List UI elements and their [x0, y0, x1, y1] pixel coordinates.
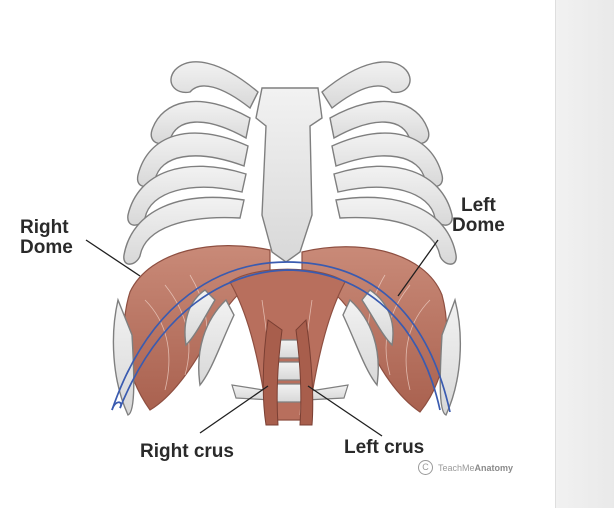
contour-line-1: [111, 261, 451, 413]
label-right-dome: Right Dome: [20, 218, 73, 258]
credit-text: TeachMeAnatomy: [438, 463, 513, 473]
leader-right-dome: [85, 239, 141, 277]
rib-lower-left-2: [342, 298, 379, 387]
crura: [262, 318, 314, 426]
rib-1-left: [321, 61, 411, 110]
right-crus-muscle: [262, 319, 283, 426]
label-left-dome: Left Dome: [452, 196, 505, 236]
contour-line-3: [111, 401, 122, 411]
label-left-dome-line1: Left: [460, 195, 496, 216]
rib-3-right: [136, 132, 249, 187]
lower-ribs: [112, 289, 462, 416]
copyright-icon: C: [418, 460, 433, 475]
sternum: [255, 87, 323, 263]
diaphragm-contour: [111, 261, 451, 413]
rib-5-left: [335, 196, 457, 265]
rib-4-left: [333, 165, 453, 226]
rib-3-left: [331, 132, 444, 187]
rib-1-right: [170, 61, 259, 110]
label-left-crus: Left crus: [344, 437, 425, 458]
label-right-crus: Right crus: [140, 441, 234, 462]
right-sidebar-panel: [555, 0, 614, 508]
rib-lower-left-1: [361, 289, 394, 347]
label-left-dome-line2: Dome: [452, 215, 505, 236]
leader-left-crus: [307, 385, 383, 437]
rib-4-right: [127, 165, 247, 226]
credit-prefix: TeachMe: [438, 462, 475, 473]
rib-2-left: [329, 100, 430, 145]
credit-brand: Anatomy: [474, 462, 514, 473]
label-right-dome-line1: Right: [20, 217, 69, 238]
rib-lower-right-1: [184, 289, 216, 347]
leader-lines: [85, 239, 439, 437]
rib-2-right: [150, 100, 251, 145]
contour-line-2: [119, 269, 441, 411]
left-crus-muscle: [295, 318, 314, 426]
rib-5-right: [123, 196, 245, 265]
leader-right-crus: [199, 385, 269, 434]
leader-left-dome: [397, 239, 439, 297]
teachmeanatomy-credit: C TeachMeAnatomy: [418, 460, 513, 475]
vertebral-column: [231, 339, 349, 403]
rib-lower-left-3: [439, 297, 462, 416]
rib-cage: [123, 61, 457, 265]
label-right-dome-line2: Dome: [20, 237, 73, 258]
rib-lower-right-2: [198, 298, 235, 387]
